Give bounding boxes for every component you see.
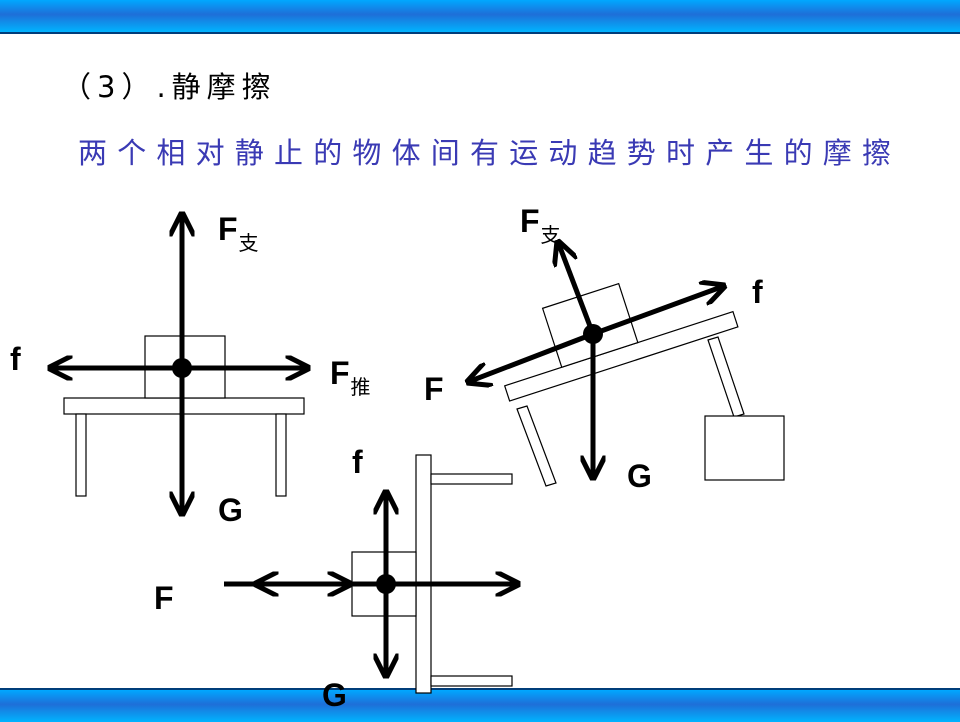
incline-force-arrow <box>468 331 594 382</box>
center-point <box>172 358 192 378</box>
incline-friction-arrow <box>592 286 724 337</box>
slide-subtitle: 两个相对静止的物体间有运动趋势时产生的摩擦 <box>78 136 902 170</box>
incline-center-point <box>583 324 603 344</box>
wall-bracket-top <box>430 473 513 485</box>
wall-center-point <box>376 574 396 594</box>
diagram-wall: f F G <box>154 444 518 713</box>
incline-friction-label: f <box>752 274 763 310</box>
incline-gravity-label: G <box>627 458 652 494</box>
top-banner <box>0 0 960 34</box>
wall-bracket-bottom <box>430 675 513 687</box>
bottom-banner <box>0 688 960 722</box>
wall-gravity-label: G <box>322 677 347 713</box>
support-force-label: F支 <box>218 211 259 255</box>
incline-force-label: F <box>424 371 444 407</box>
wall-force-label: F <box>154 580 174 616</box>
gravity-label: G <box>218 492 243 528</box>
wall-board <box>415 454 432 694</box>
diagram-incline: F支 f F G <box>424 203 785 494</box>
weight-box <box>704 415 785 481</box>
diagram-table: F支 f F推 G <box>10 211 371 528</box>
table-leg-left <box>75 413 87 497</box>
incline-leg-left <box>516 405 557 487</box>
table-leg-right <box>275 413 287 497</box>
push-force-label: F推 <box>330 355 371 399</box>
incline-support-label: F支 <box>520 203 561 247</box>
incline-support-arrow <box>558 242 596 335</box>
wall-friction-label: f <box>352 444 363 480</box>
slide-title: （3）.静摩擦 <box>62 70 277 104</box>
friction-label: f <box>10 341 21 377</box>
incline-leg-right <box>707 336 745 418</box>
